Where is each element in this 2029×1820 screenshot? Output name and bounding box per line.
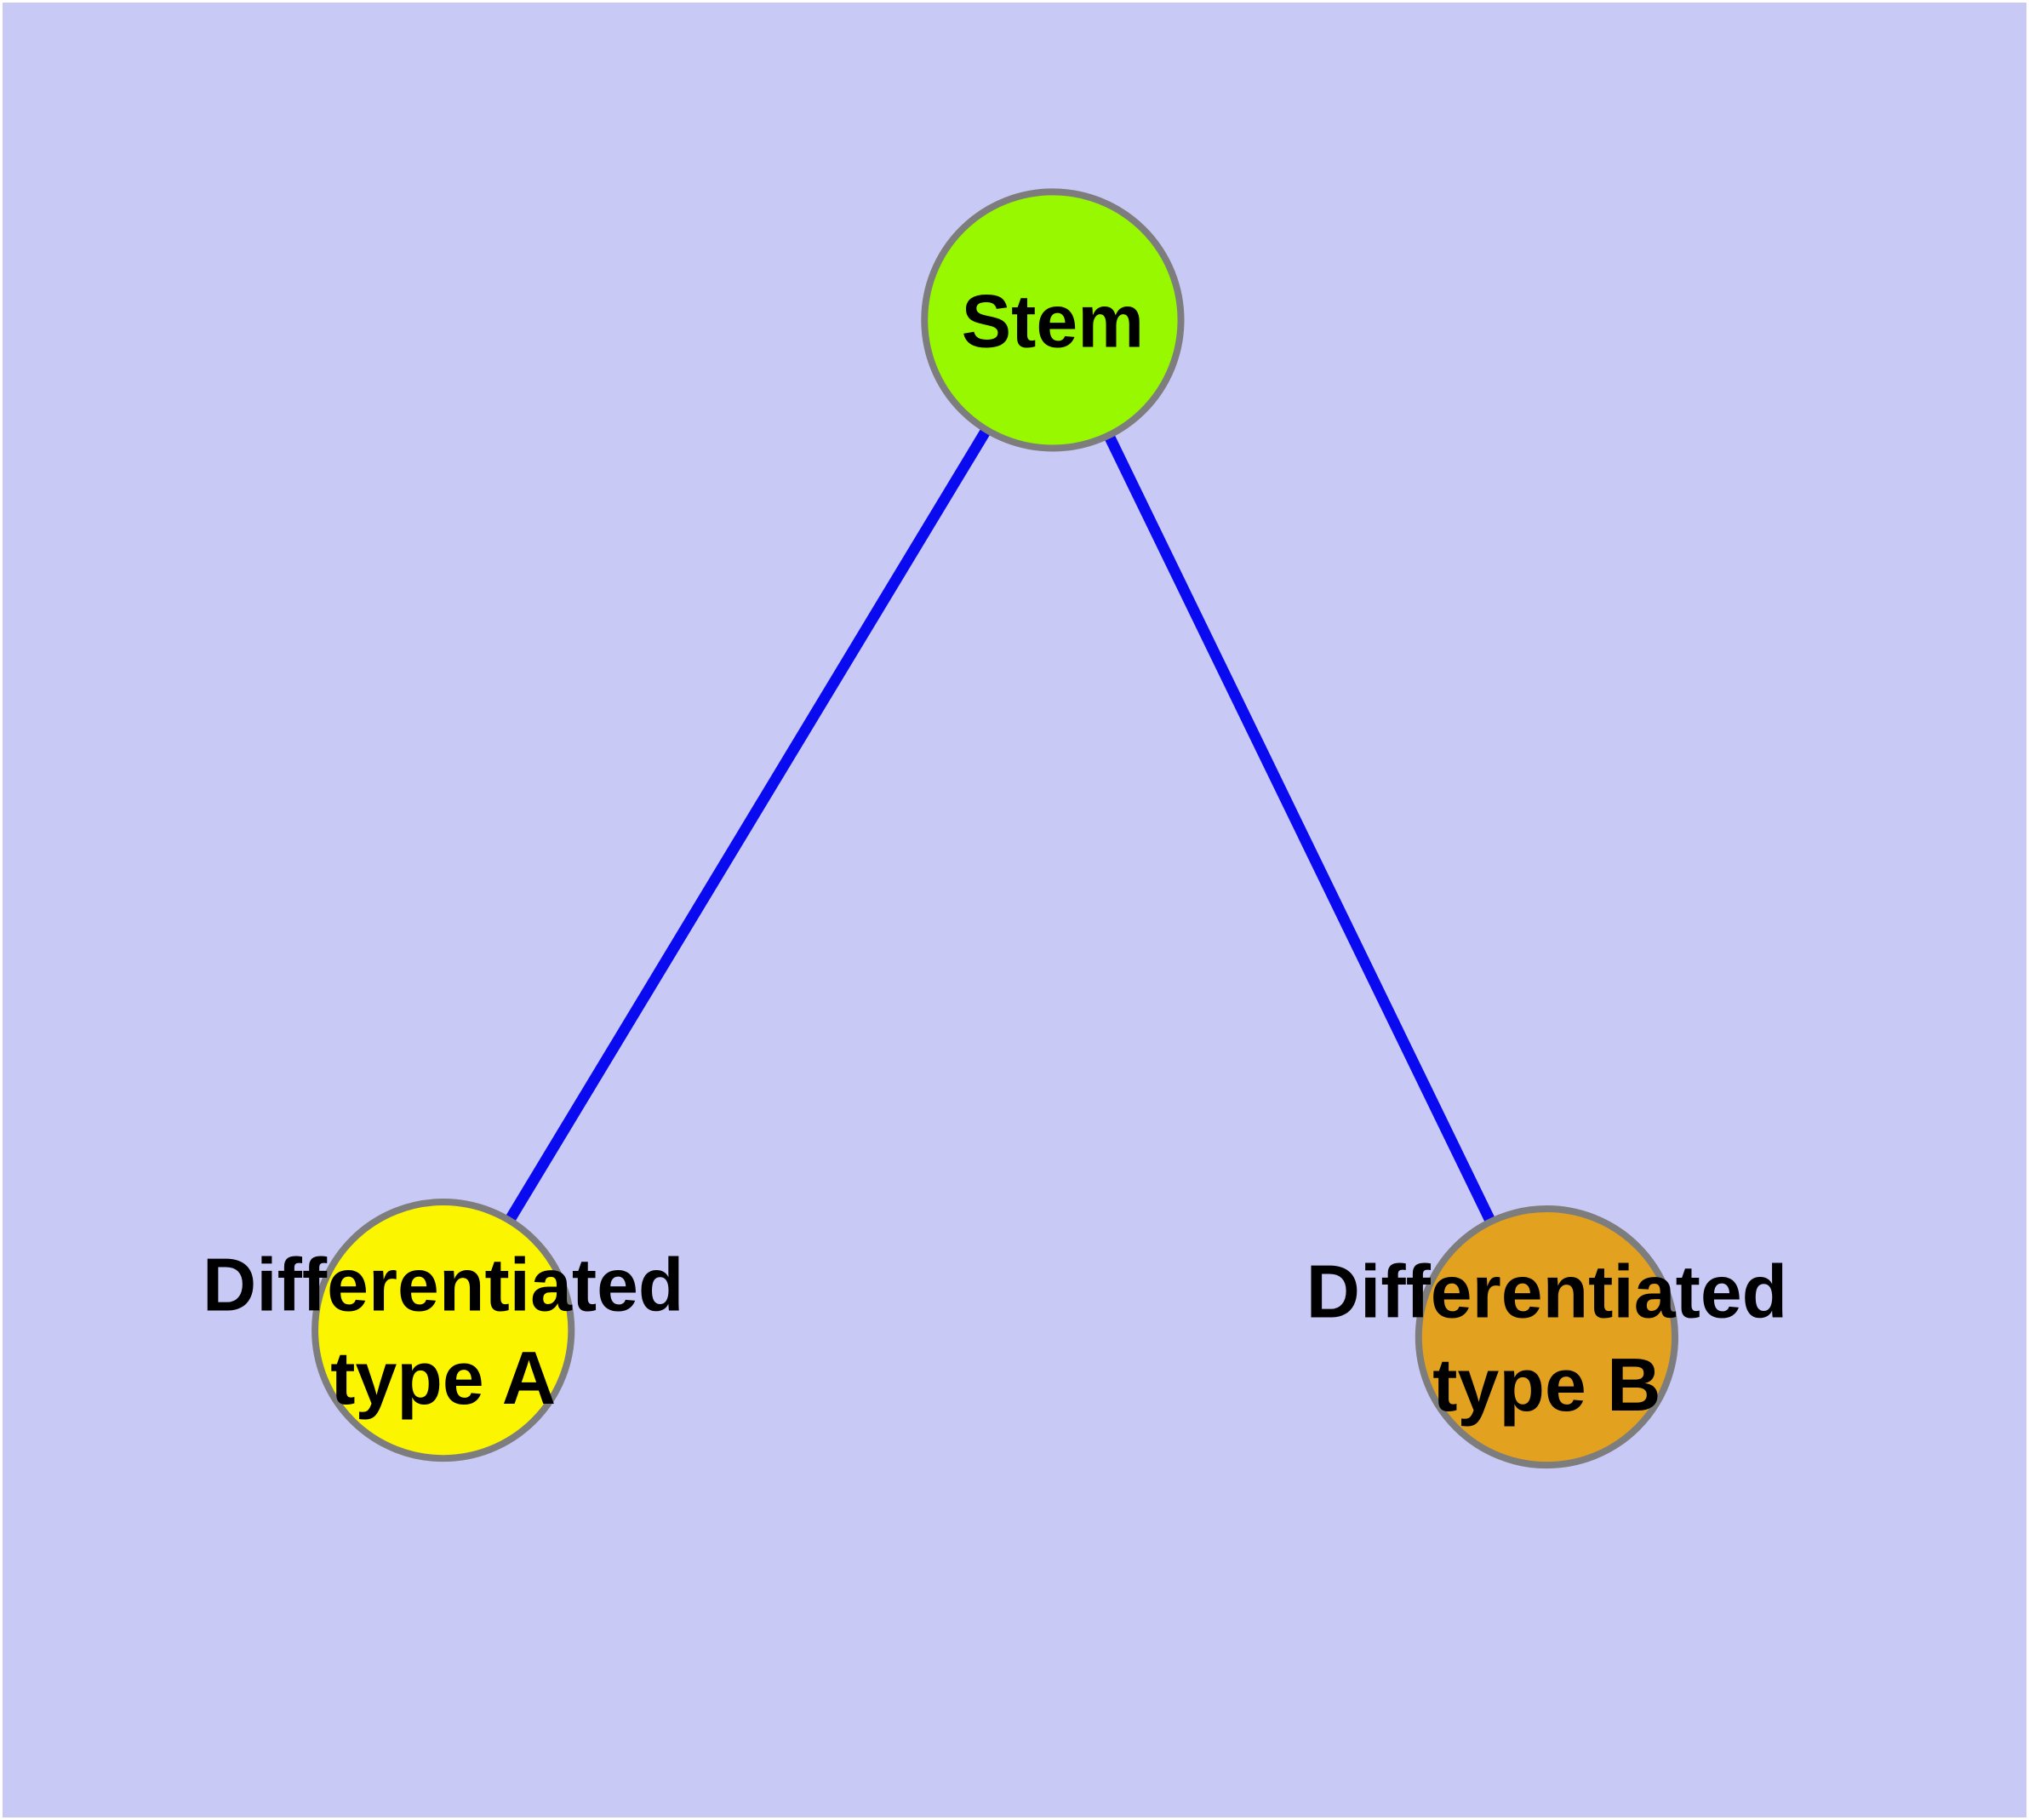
node-label-differentiated-type-a: Differentiated type A <box>203 1243 684 1420</box>
node-label-line: Differentiated <box>1306 1250 1788 1333</box>
node-differentiated-type-a <box>311 1199 575 1462</box>
node-label-stem: Stem <box>962 280 1145 363</box>
node-label-line: Differentiated <box>203 1243 684 1326</box>
node-label-differentiated-type-b: Differentiated type B <box>1306 1250 1788 1427</box>
node-label-line: Stem <box>962 280 1145 363</box>
edge-stem-to-differentiated-type-a <box>504 426 992 1224</box>
node-differentiated-type-b <box>1415 1205 1679 1469</box>
node-label-line: type B <box>1432 1343 1660 1427</box>
node-stem <box>921 188 1185 452</box>
edge-stem-to-differentiated-type-b <box>1103 432 1496 1225</box>
node-label-line: type A <box>330 1336 556 1420</box>
